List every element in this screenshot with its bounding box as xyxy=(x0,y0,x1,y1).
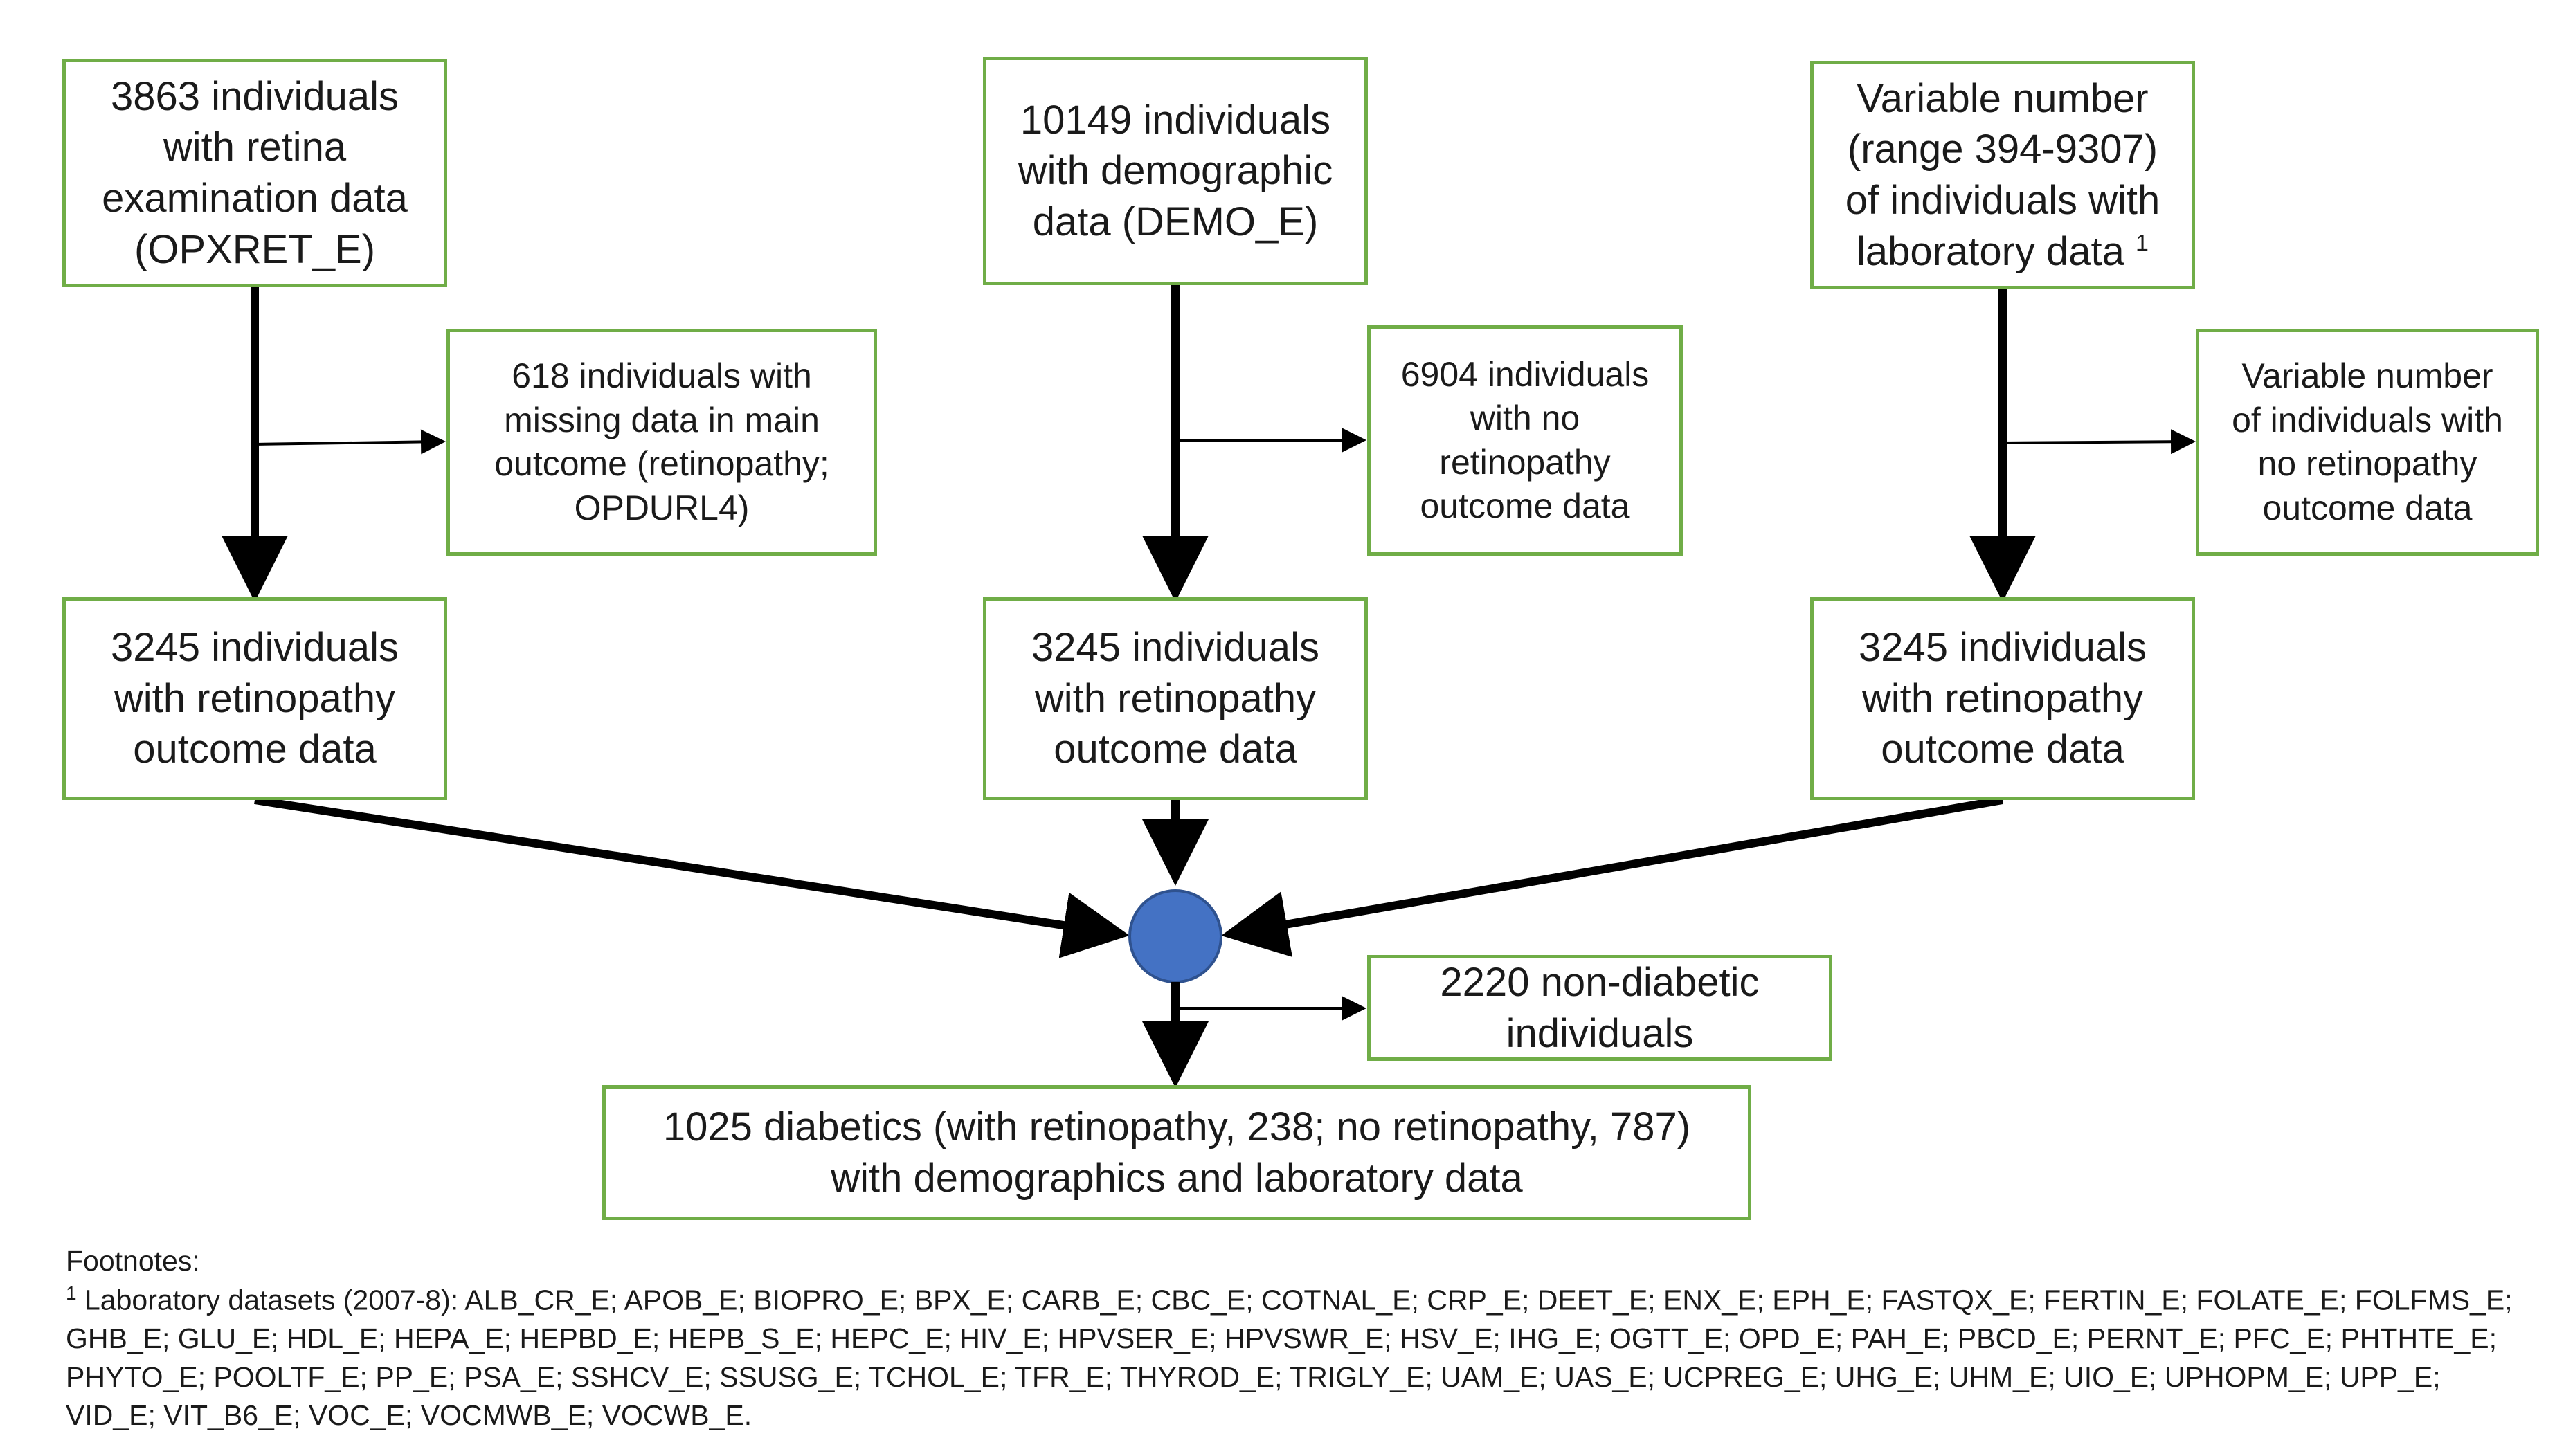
box-outcome-right-text: 3245 individuals with retinopathy outcom… xyxy=(1859,625,2147,772)
arrow-right-side xyxy=(2002,429,2196,455)
footnotes-heading: Footnotes: xyxy=(66,1245,200,1277)
box-outcome-right: 3245 individuals with retinopathy outcom… xyxy=(1810,597,2195,800)
box-final-diabetics: 1025 diabetics (with retinopathy, 238; n… xyxy=(602,1085,1751,1220)
footnotes: Footnotes: 1 Laboratory datasets (2007-8… xyxy=(66,1242,2530,1435)
box-missing-outcome-mid-text: 6904 individuals with no retinopathy out… xyxy=(1400,354,1650,526)
box-outcome-mid-text: 3245 individuals with retinopathy outcom… xyxy=(1031,625,1319,772)
box-missing-outcome-right-text: Variable number of individuals with no r… xyxy=(2232,356,2503,527)
arrow-right-merge xyxy=(1221,796,2004,957)
footnote-1-marker: 1 xyxy=(66,1282,77,1304)
box-missing-outcome-left: 618 individuals with missing data in mai… xyxy=(446,329,877,556)
footnote-1: 1 Laboratory datasets (2007-8): ALB_CR_E… xyxy=(66,1280,2530,1435)
box-final-diabetics-text: 1025 diabetics (with retinopathy, 238; n… xyxy=(662,1104,1691,1201)
box-demographic: 10149 individuals with demographic data … xyxy=(983,57,1368,285)
box-retina-exam-text: 3863 individuals with retina examination… xyxy=(102,73,408,272)
merge-node xyxy=(1128,889,1222,983)
box-outcome-mid: 3245 individuals with retinopathy outcom… xyxy=(983,597,1368,800)
box-missing-outcome-right: Variable number of individuals with no r… xyxy=(2196,329,2539,556)
box-outcome-left-text: 3245 individuals with retinopathy outcom… xyxy=(111,625,399,772)
arrow-left-side xyxy=(254,429,446,455)
box-outcome-left: 3245 individuals with retinopathy outcom… xyxy=(62,597,447,800)
box-non-diabetic: 2220 non-diabetic individuals xyxy=(1367,955,1832,1061)
box-missing-outcome-mid: 6904 individuals with no retinopathy out… xyxy=(1367,325,1683,556)
box-missing-outcome-left-text: 618 individuals with missing data in mai… xyxy=(494,356,829,527)
box-laboratory-text: Variable number (range 394-9307) of indi… xyxy=(1845,73,2160,277)
box-laboratory-body: Variable number (range 394-9307) of indi… xyxy=(1845,75,2160,274)
box-demographic-text: 10149 individuals with demographic data … xyxy=(1018,97,1333,244)
arrow-left-merge xyxy=(254,796,1130,958)
box-retina-exam: 3863 individuals with retina examination… xyxy=(62,59,447,287)
box-laboratory: Variable number (range 394-9307) of indi… xyxy=(1810,61,2195,289)
box-non-diabetic-text: 2220 non-diabetic individuals xyxy=(1440,959,1760,1056)
footnote-1-text: Laboratory datasets (2007-8): ALB_CR_E; … xyxy=(66,1284,2513,1432)
footnote-ref-1: 1 xyxy=(2136,230,2149,257)
